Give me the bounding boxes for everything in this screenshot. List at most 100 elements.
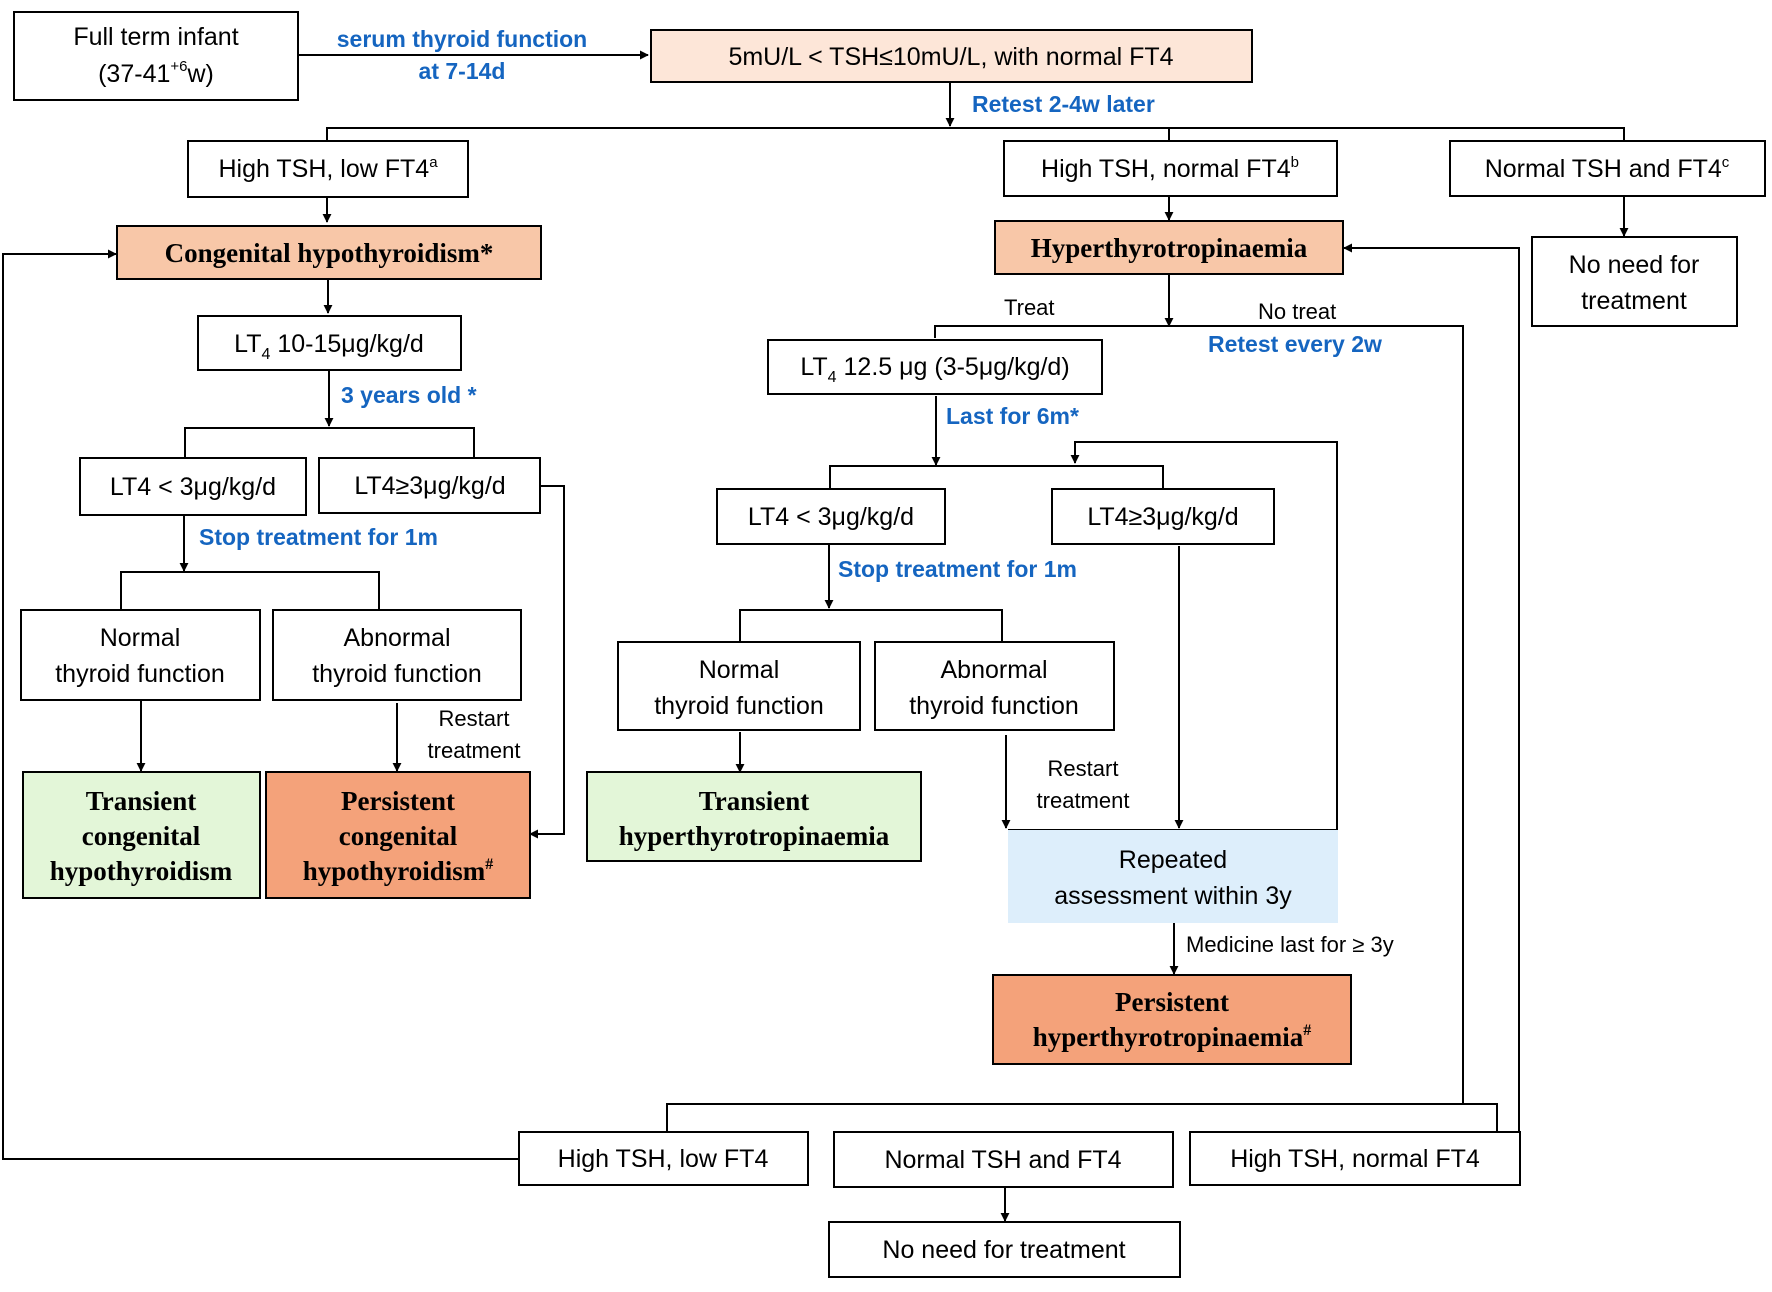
node-repeated-assessment: Repeated assessment within 3y — [1008, 830, 1338, 923]
node-ch-lt4-high: LT4≥3μg/kg/d — [318, 457, 541, 514]
transient-ht-line2: hyperthyrotropinaemia — [619, 821, 890, 851]
lt4-ht-prefix: LT — [800, 353, 827, 381]
node-normal-tsh-ft4: Normal TSH and FT4c — [1449, 140, 1766, 197]
footnote-b: b — [1291, 154, 1299, 171]
edge-ch-branch-2 — [120, 571, 380, 610]
node-transient-ht: Transient hyperthyrotropinaemia — [586, 771, 922, 862]
node-ht-lt4-low: LT4 < 3μg/kg/d — [716, 488, 946, 545]
label-restart-ch-1: Restart — [439, 706, 510, 731]
label-restart-ch-2: treatment — [428, 738, 521, 763]
ch-low-text: LT4 < 3μg/kg/d — [110, 473, 276, 501]
edge-ht-branch-2 — [829, 465, 1164, 489]
node-high-tsh-normal-ft4: High TSH, normal FT4b — [1003, 140, 1338, 197]
persistent-ht-line2: hyperthyrotropinaemia — [1033, 1022, 1304, 1052]
transient-ht-line1: Transient — [699, 786, 810, 816]
node-ch-lt4-low: LT4 < 3μg/kg/d — [79, 457, 307, 516]
connectors — [2, 50, 1629, 1222]
node-ch-text: Congenital hypothyroidism* — [165, 238, 494, 268]
label-at-7-14d: at 7-14d — [419, 58, 506, 84]
label-stop-treatment-ch: Stop treatment for 1m — [199, 524, 438, 550]
node-ch-abnormal-thyroid: Abnormal thyroid function — [272, 609, 522, 701]
svg-text:LT4 12.5 μg (3-5μg/kg/d): LT4 12.5 μg (3-5μg/kg/d) — [800, 353, 1069, 386]
edge-ht-branch — [934, 325, 1464, 1104]
ch-high-text: LT4≥3μg/kg/d — [354, 472, 505, 500]
label-treat: Treat — [1004, 295, 1055, 320]
transient-ch-line1: Transient — [86, 786, 197, 816]
edge-retest-branch — [326, 127, 1625, 141]
node-start-line2: (37-41+6w) — [98, 58, 214, 88]
node-screen-result: 5mU/L < TSH≤10mU/L, with normal FT4 — [650, 29, 1253, 83]
persistent-ht-hash: # — [1303, 1022, 1311, 1039]
node-lt4-ch-dose: LT4 10-15μg/kg/d — [197, 315, 462, 371]
node-no-need-for-treatment-1: No need for treatment — [1531, 236, 1738, 327]
persistent-ch-line2: congenital — [339, 821, 458, 851]
persistent-ht-line1: Persistent — [1115, 987, 1229, 1017]
node-lt4-ht-dose: LT4 12.5 μg (3-5μg/kg/d) — [767, 339, 1103, 395]
svg-text:Normal TSH and FT4c: Normal TSH and FT4c — [1485, 154, 1730, 183]
node-transient-ch: Transient congenital hypothyroidism — [22, 771, 261, 899]
footnote-c: c — [1722, 154, 1730, 171]
svg-text:hyperthyrotropinaemia#: hyperthyrotropinaemia# — [1033, 1022, 1312, 1052]
ht-normal-line2: thyroid function — [654, 692, 824, 720]
edge-bottom-branch — [666, 1103, 1498, 1132]
node-ht-abnormal-thyroid: Abnormal thyroid function — [874, 641, 1115, 731]
repeated-line1: Repeated — [1119, 846, 1227, 874]
lt4-ht-dose-text: 12.5 μg (3-5μg/kg/d) — [837, 353, 1070, 381]
lt4-ht-subscript: 4 — [828, 369, 837, 386]
footnote-a: a — [429, 154, 438, 171]
edge-chhigh-persistent — [529, 485, 565, 839]
label-medicine-last-3y: Medicine last for ≥ 3y — [1186, 932, 1394, 957]
label-3-years-old: 3 years old * — [341, 382, 477, 408]
label-last-for-6m: Last for 6m* — [946, 403, 1079, 429]
edge-ch-branch — [184, 427, 475, 458]
no-need-2-text: No need for treatment — [882, 1236, 1125, 1264]
node-ht-normal-thyroid: Normal thyroid function — [617, 641, 861, 731]
gestation-unit: w) — [186, 60, 213, 88]
node-start-line1: Full term infant — [73, 23, 238, 51]
node-ht-lt4-high: LT4≥3μg/kg/d — [1051, 488, 1275, 545]
edge-labels: serum thyroid function at 7-14d Retest 2… — [199, 26, 1394, 957]
label-retest-every-2w: Retest every 2w — [1208, 331, 1382, 357]
node-norm-norm-text: Normal TSH and FT4 — [1485, 155, 1722, 183]
edge-feedback-ht — [1343, 243, 1520, 1132]
node-full-term-infant: Full term infant (37-41+6w) — [13, 11, 299, 101]
label-restart-ht-2: treatment — [1037, 788, 1130, 813]
svg-text:LT4 10-15μg/kg/d: LT4 10-15μg/kg/d — [234, 330, 424, 363]
node-ht-text: Hyperthyrotropinaemia — [1031, 233, 1308, 263]
persistent-ch-line3: hypothyroidism — [303, 856, 486, 886]
node-bottom-high-tsh-low-ft4: High TSH, low FT4 — [518, 1131, 809, 1186]
ht-normal-line1: Normal — [699, 656, 780, 684]
svg-text:hypothyroidism#: hypothyroidism# — [303, 856, 494, 886]
persistent-ch-line1: Persistent — [341, 786, 455, 816]
node-high-tsh-low-ft4: High TSH, low FT4a — [187, 140, 469, 198]
label-serum-thyroid-function: serum thyroid function — [337, 26, 587, 52]
label-restart-ht-1: Restart — [1048, 756, 1119, 781]
gestation-range: (37-41 — [98, 60, 170, 88]
no-need-1-line1: No need for — [1569, 251, 1700, 279]
node-no-need-for-treatment-2: No need for treatment — [828, 1221, 1181, 1278]
edge-feedback-ch — [2, 249, 518, 1160]
persistent-ch-hash: # — [485, 856, 493, 873]
lt4-ch-subscript: 4 — [262, 346, 271, 363]
node-persistent-ht: Persistent hyperthyrotropinaemia# — [992, 974, 1352, 1065]
gestation-days-sup: +6 — [170, 58, 187, 75]
node-bottom-high-tsh-normal-ft4: High TSH, normal FT4 — [1189, 1131, 1521, 1186]
ch-abnormal-line1: Abnormal — [344, 624, 451, 652]
b-hi-norm-text: High TSH, normal FT4 — [1230, 1145, 1480, 1173]
ht-abnormal-line2: thyroid function — [909, 692, 1079, 720]
no-need-1-line2: treatment — [1581, 287, 1687, 315]
node-hi-norm-text: High TSH, normal FT4 — [1041, 155, 1291, 183]
repeated-line2: assessment within 3y — [1054, 882, 1292, 910]
node-hi-low-text: High TSH, low FT4 — [218, 155, 429, 183]
node-congenital-hypothyroidism: Congenital hypothyroidism* — [116, 225, 542, 280]
ht-low-text: LT4 < 3μg/kg/d — [748, 503, 914, 531]
edge-ht-branch-3 — [739, 609, 1003, 642]
ht-abnormal-line1: Abnormal — [941, 656, 1048, 684]
node-hyperthyrotropinaemia: Hyperthyrotropinaemia — [994, 220, 1344, 275]
lt4-ch-prefix: LT — [234, 330, 261, 358]
ht-high-text: LT4≥3μg/kg/d — [1087, 503, 1238, 531]
node-screen-text: 5mU/L < TSH≤10mU/L, with normal FT4 — [728, 43, 1173, 71]
node-persistent-ch: Persistent congenital hypothyroidism# — [265, 771, 531, 899]
label-retest-2-4w: Retest 2-4w later — [972, 91, 1155, 117]
